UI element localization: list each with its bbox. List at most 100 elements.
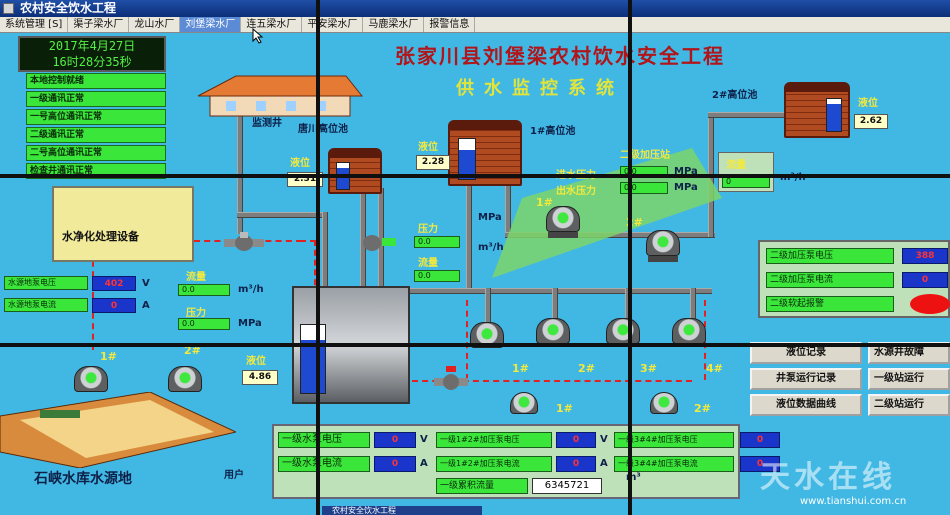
l34-voltage-label: 一级3#4#加压泵电压 xyxy=(614,432,734,448)
total-flow-unit: m³ xyxy=(626,472,641,483)
tank1-label: 1#高位池 xyxy=(530,126,576,137)
menu-quzi-plant[interactable]: 渠子梁水厂 xyxy=(68,17,130,32)
window-icon xyxy=(3,3,14,14)
aux-pump-2[interactable] xyxy=(650,392,678,414)
l1-current-unit: A xyxy=(420,458,428,469)
pipe xyxy=(322,212,328,297)
l12-voltage-value: 0 xyxy=(556,432,596,448)
watermark: 天水在线 xyxy=(760,460,896,495)
tank1-level-gauge xyxy=(458,138,476,180)
tang-level-label: 液位 xyxy=(290,158,310,169)
tank2-level-value: 2.62 xyxy=(854,114,888,129)
source-pump-2[interactable] xyxy=(168,366,202,392)
pump-base xyxy=(648,256,678,262)
left-pressure-unit: MPa xyxy=(238,318,262,329)
pipe-flow xyxy=(300,240,316,295)
level-curve-button[interactable]: 液位数据曲线 xyxy=(750,394,862,416)
l1-voltage-label: 一级水泵电压 xyxy=(278,432,370,448)
valve-icon[interactable] xyxy=(434,366,468,394)
reservoir-icon xyxy=(0,392,236,468)
tang-tank xyxy=(328,148,382,194)
source-current-label: 水源地泵电流 xyxy=(4,298,88,312)
purify-label: 水净化处理设备 xyxy=(62,230,139,243)
boost-alarm-label: 二级软起报警 xyxy=(766,296,894,312)
boost-voltage-value: 388 xyxy=(902,248,948,264)
tank2-fill xyxy=(827,103,841,131)
source-voltage-label: 水源地泵电压 xyxy=(4,276,88,290)
boost-current-value: 0 xyxy=(902,272,948,288)
aux-pump-1[interactable] xyxy=(510,392,538,414)
status-local-control: 本地控制就绪 xyxy=(26,73,166,89)
screen-seam xyxy=(316,0,320,515)
screen-seam xyxy=(0,174,950,178)
level2-run-button[interactable]: 二级站运行 xyxy=(868,394,950,416)
boost-pump-1-number: 1# xyxy=(536,196,553,209)
tank2-level-gauge xyxy=(826,98,842,132)
pipe xyxy=(505,182,511,234)
menu-malu-plant[interactable]: 马鹿梁水厂 xyxy=(363,17,425,32)
pipe xyxy=(485,288,491,330)
l1-current-value: 0 xyxy=(374,456,416,472)
mid-pressure-label: 压力 xyxy=(418,224,438,235)
lift-pump-2-number: 2# xyxy=(578,362,595,375)
page-title: 张家川县刘堡梁农村饮水安全工程 xyxy=(395,44,725,68)
source-voltage-value: 402 xyxy=(92,276,136,291)
menu-alarm-info[interactable]: 报警信息 xyxy=(424,17,476,32)
lift-pump-1-number: 1# xyxy=(512,362,529,375)
menu-lianwu-plant[interactable]: 连五梁水厂 xyxy=(241,17,303,32)
pipe xyxy=(466,182,472,294)
well-label: 监测井 xyxy=(252,118,282,129)
source-pump-1[interactable] xyxy=(74,366,108,392)
valve-icon[interactable] xyxy=(360,232,396,254)
menu-pingan-plant[interactable]: 平安梁水厂 xyxy=(302,17,364,32)
clock-time: 16时28分35秒 xyxy=(52,55,132,69)
left-flow-value: 0.0 xyxy=(178,284,230,296)
boost-station-label: 二级加压站 xyxy=(620,150,670,161)
watermark-url: www.tianshui.com.cn xyxy=(800,496,907,507)
boost-pump-1[interactable] xyxy=(546,206,580,232)
source-current-unit: A xyxy=(142,300,150,311)
tank1-level-label: 液位 xyxy=(418,142,438,153)
mid-flow-value: 0.0 xyxy=(414,270,460,282)
inlet-pressure-unit: MPa xyxy=(674,166,698,177)
status-high1-comm: 一号高位通讯正常 xyxy=(26,109,166,125)
tank1-level-value: 2.28 xyxy=(416,155,450,170)
clear-level-value: 4.86 xyxy=(242,370,278,385)
menu-liubao-plant[interactable]: 刘堡梁水厂 xyxy=(180,17,242,32)
l12-voltage-label: 一级1#2#加压泵电压 xyxy=(436,432,552,448)
total-flow-label: 一级累积流量 xyxy=(436,478,528,494)
menu-bar: 系统管理 [S]渠子梁水厂龙山水厂刘堡梁水厂连五梁水厂平安梁水厂马鹿梁水厂报警信… xyxy=(0,17,950,33)
mid-flow-unit: m³/h xyxy=(478,242,504,253)
menu-system[interactable]: 系统管理 [S] xyxy=(0,17,69,32)
valve-icon[interactable] xyxy=(224,232,264,254)
menu-longshan-plant[interactable]: 龙山水厂 xyxy=(129,17,181,32)
boost-pump-2[interactable] xyxy=(646,230,680,256)
l1-voltage-unit: V xyxy=(420,434,428,445)
boost-station-platform xyxy=(492,148,722,278)
source-pump-2-number: 2# xyxy=(184,344,201,357)
boost-flow-label: 流量 xyxy=(726,160,746,171)
lift-pump-3[interactable] xyxy=(606,318,640,344)
left-flow-label: 流量 xyxy=(186,272,206,283)
taskbar-item[interactable]: 农村安全饮水工程 xyxy=(322,506,482,515)
lift-pump-2[interactable] xyxy=(536,318,570,344)
l12-current-value: 0 xyxy=(556,456,596,472)
l12-voltage-unit: V xyxy=(600,434,608,445)
aux-pump-2-number: 2# xyxy=(694,402,711,415)
mid-pressure-value: 0.0 xyxy=(414,236,460,248)
left-pressure-label: 压力 xyxy=(186,308,206,319)
lift-pump-4[interactable] xyxy=(672,318,706,344)
clear-tank-level-gauge xyxy=(300,324,326,394)
status-high2-comm: 二号高位通讯正常 xyxy=(26,145,166,161)
lift-pump-4-number: 4# xyxy=(706,362,723,375)
clock-display: 2017年4月27日 16时28分35秒 xyxy=(18,36,166,72)
status-level1-comm: 一级通讯正常 xyxy=(26,91,166,107)
pump-run-record-button[interactable]: 井泵运行记录 xyxy=(750,368,862,390)
level1-run-button[interactable]: 一级站运行 xyxy=(868,368,950,390)
clear-tank-fill xyxy=(301,339,325,393)
pipe xyxy=(378,288,712,294)
l1-current-label: 一级水泵电流 xyxy=(278,456,370,472)
tang-tank-label: 唐川高位池 xyxy=(298,124,348,135)
page-subtitle: 供水监控系统 xyxy=(456,78,624,99)
